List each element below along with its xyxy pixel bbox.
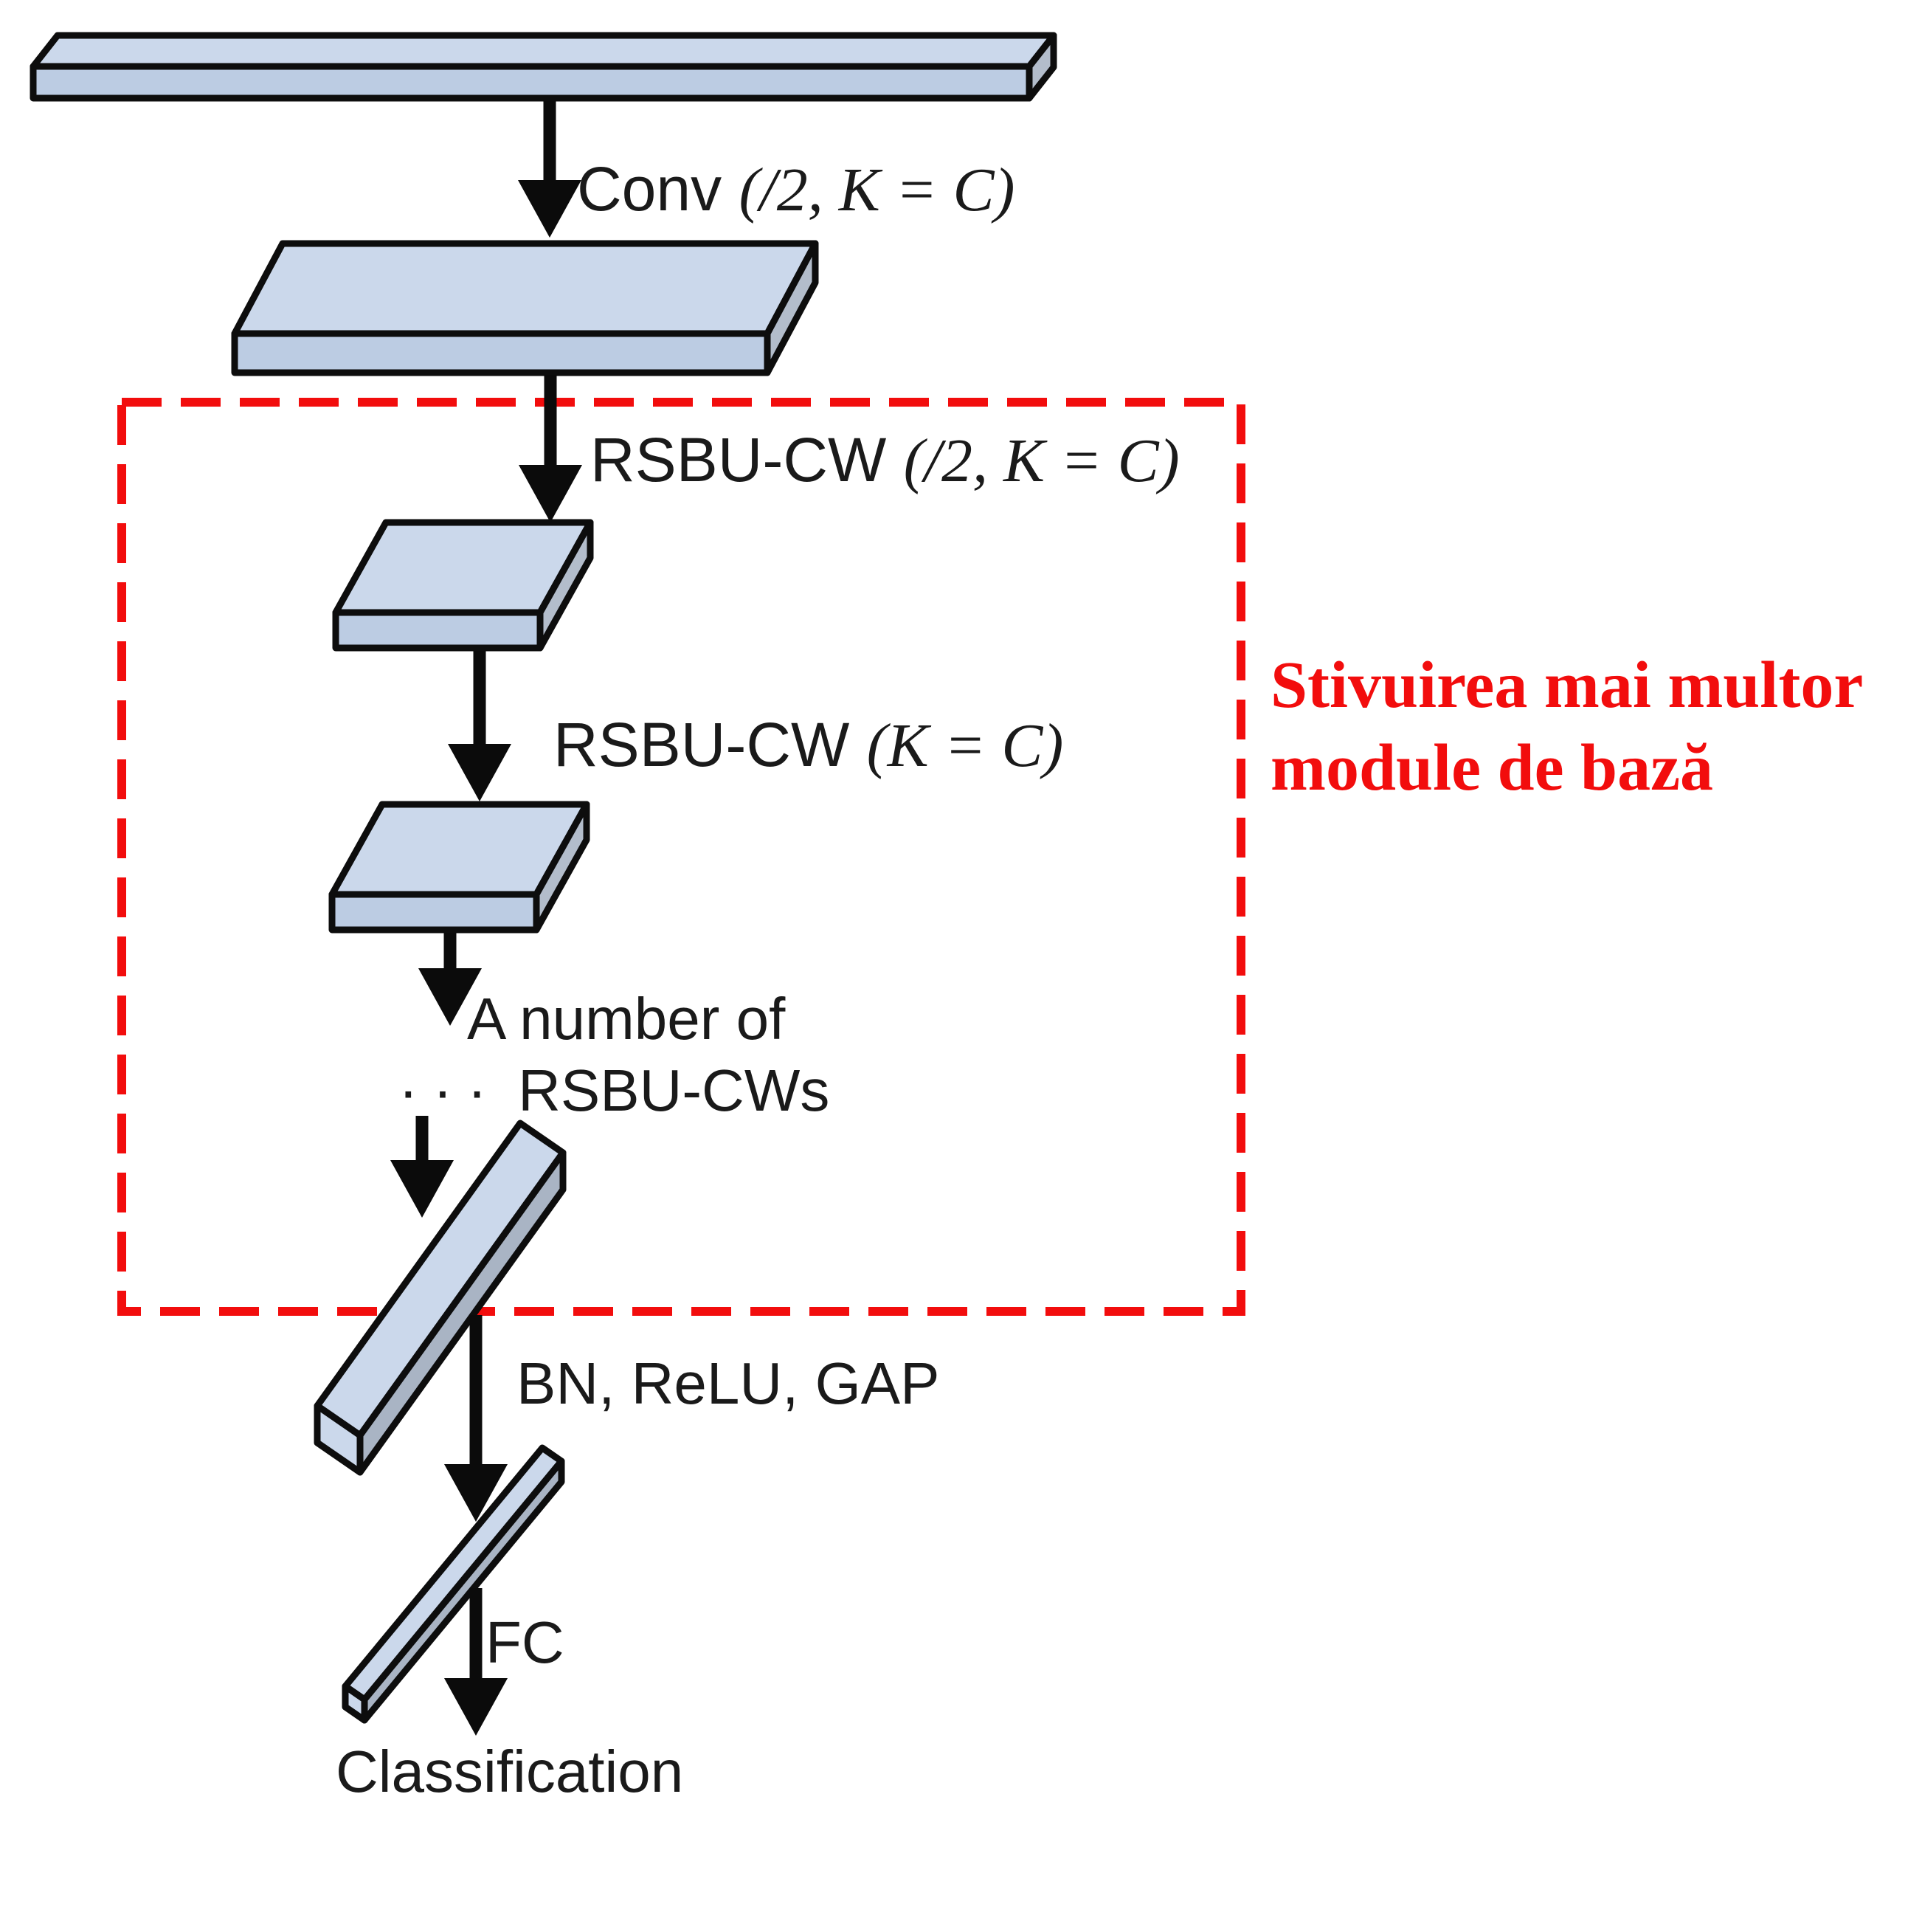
- gap-output-vector: [342, 1444, 565, 1724]
- fc-label: FC: [485, 1610, 564, 1675]
- input-feature-map-bar: [30, 32, 1057, 102]
- stack-note-line1: A number of: [467, 986, 786, 1052]
- rsbu-cw-label: RSBU-CW (K = C): [553, 710, 1063, 780]
- module-stack-dashed-box: [117, 398, 1245, 1316]
- rsbu-cw-downsample-label: RSBU-CW (/2, K = C): [590, 425, 1180, 495]
- conv-arrow: [518, 100, 581, 238]
- stacking-annotation-line1: Stivuirea mai multor: [1271, 649, 1863, 722]
- stacked-modules-arrow: [418, 933, 482, 1026]
- classification-label: Classification: [336, 1739, 683, 1804]
- more-modules-arrow: [390, 1116, 454, 1218]
- stacking-annotation-line2: module de bază: [1271, 731, 1713, 804]
- fc-arrow: [444, 1588, 508, 1736]
- rsbu-cw-downsample-arrow: [519, 375, 582, 522]
- bn-relu-gap-label: BN, ReLU, GAP: [516, 1350, 940, 1416]
- rsbu-feature-map-2: [328, 801, 590, 934]
- conv-output-feature-map: [231, 240, 819, 376]
- bn-relu-gap-arrow: [444, 1315, 508, 1522]
- rsbu-feature-map-1: [332, 519, 594, 652]
- feature-vector-bar: [314, 1119, 567, 1476]
- stack-note-line2: ··· RSBU-CWs: [398, 1058, 829, 1123]
- rsbu-cw-arrow: [448, 651, 511, 801]
- stacking-annotation: Stivuirea mai multor module de bază: [1271, 649, 1863, 804]
- ellipsis-dots: ···: [398, 1058, 502, 1123]
- conv-label: Conv (/2, K = C): [577, 154, 1014, 224]
